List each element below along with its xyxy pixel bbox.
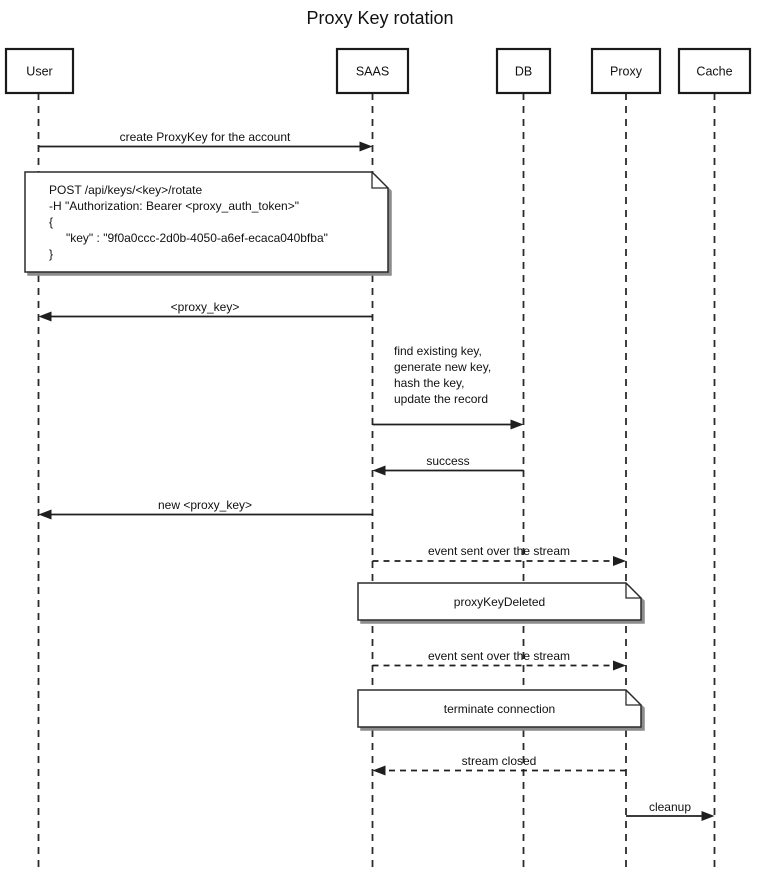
message-cleanup: cleanup — [626, 800, 715, 821]
message-label-event-stream-1: event sent over the stream — [428, 544, 570, 558]
actor-box-saas — [335, 47, 410, 95]
actor-box-proxy — [590, 47, 662, 95]
note-request-line3: { — [49, 215, 53, 229]
message-stream-closed: stream closed — [372, 754, 626, 776]
message-label-rotate-step2: generate new key, — [394, 360, 491, 374]
actor-box-user — [4, 47, 75, 95]
arrowhead-left-icon — [38, 311, 52, 322]
message-label-create-proxykey: create ProxyKey for the account — [120, 130, 291, 144]
arrowhead-right-icon — [613, 660, 626, 671]
arrowhead-left-icon — [372, 465, 386, 476]
note-request-line4: "key" : "9f0a0ccc-2d0b-4050-a6ef-ecaca04… — [66, 231, 328, 245]
message-create-proxykey: create ProxyKey for the account — [38, 130, 373, 152]
message-event-stream-2: event sent over the stream — [372, 649, 626, 671]
actor-label-user: User — [26, 65, 52, 79]
arrowhead-right-icon — [510, 419, 524, 430]
note-request-line1: POST /api/keys/<key>/rotate — [49, 183, 203, 197]
message-label-stream-closed: stream closed — [462, 754, 537, 768]
arrowhead-right-icon — [701, 811, 715, 821]
actor-label-saas: SAAS — [356, 65, 389, 79]
arrowhead-left-icon — [38, 509, 52, 520]
actor-cache: Cache — [677, 47, 752, 95]
arrowhead-right-icon — [359, 141, 373, 152]
actor-proxy: Proxy — [590, 47, 662, 95]
note-fold-icon — [371, 172, 388, 189]
actor-label-db: DB — [515, 65, 532, 79]
note-proxy-key-deleted: proxyKeyDeleted — [357, 582, 645, 624]
note-proxy-key-deleted-label: proxyKeyDeleted — [454, 595, 545, 609]
actor-box-db — [495, 47, 552, 95]
message-label-event-stream-2: event sent over the stream — [428, 649, 570, 663]
message-rotate-steps: find existing key, generate new key, has… — [372, 344, 524, 430]
message-label-success: success — [426, 454, 469, 468]
note-body — [357, 582, 642, 621]
message-label-cleanup: cleanup — [649, 800, 691, 814]
actor-db: DB — [495, 47, 552, 95]
diagram-title: Proxy Key rotation — [306, 8, 453, 28]
message-label-new-proxy-key: new <proxy_key> — [158, 498, 252, 512]
arrowhead-left-icon — [372, 765, 386, 776]
note-terminate-connection: terminate connection — [357, 689, 645, 731]
note-request-line5: } — [49, 247, 53, 261]
note-body — [357, 689, 642, 728]
message-event-stream-1: event sent over the stream — [372, 544, 626, 566]
note-request-payload: POST /api/keys/<key>/rotate -H "Authoriz… — [24, 171, 392, 276]
note-fold-icon — [625, 690, 641, 706]
note-request-line2: -H "Authorization: Bearer <proxy_auth_to… — [49, 199, 299, 213]
arrowhead-right-icon — [613, 556, 626, 566]
note-terminate-connection-label: terminate connection — [444, 702, 555, 716]
actor-label-cache: Cache — [696, 65, 732, 79]
message-label-rotate-step4: update the record — [394, 392, 488, 406]
message-label-rotate-step1: find existing key, — [394, 344, 482, 358]
note-fold-icon — [625, 583, 641, 599]
actor-user: User — [4, 47, 75, 95]
message-label-rotate-step3: hash the key, — [394, 376, 465, 390]
actor-label-proxy: Proxy — [610, 65, 643, 79]
message-new-proxy-key: new <proxy_key> — [38, 498, 373, 520]
message-proxy-key: <proxy_key> — [38, 300, 373, 322]
actor-box-cache — [677, 47, 752, 95]
actor-saas: SAAS — [335, 47, 410, 95]
message-label-proxy-key: <proxy_key> — [171, 300, 240, 314]
note-body — [24, 171, 389, 273]
message-success: success — [372, 454, 524, 476]
